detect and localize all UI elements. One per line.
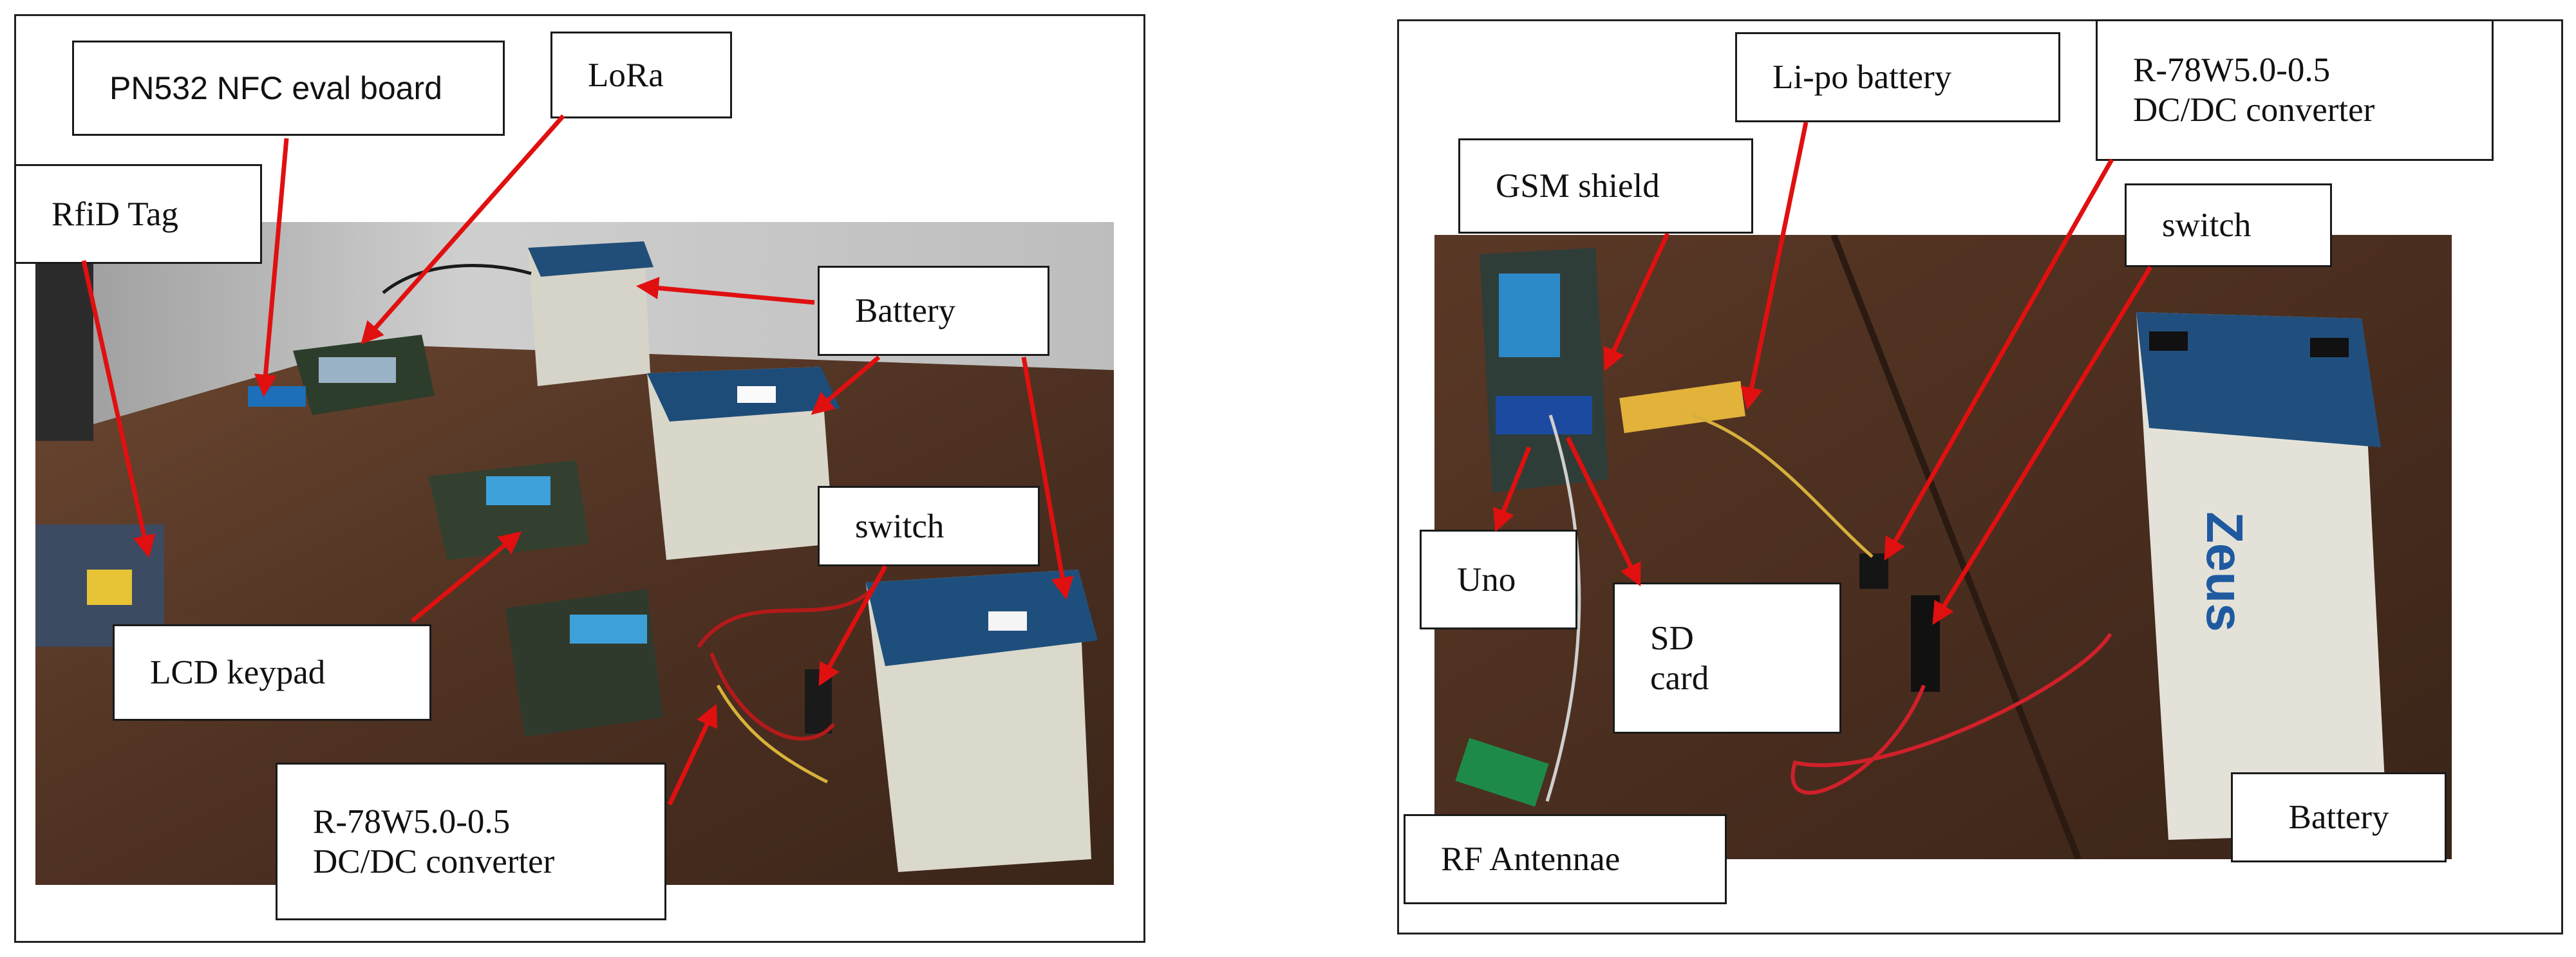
battery-back: [528, 241, 653, 386]
nfc-card: [248, 386, 306, 407]
converter-module: [1859, 553, 1888, 589]
gsm-stack: [1480, 248, 1608, 492]
yellow-wires: [716, 684, 829, 784]
label-sd-card: SD card: [1613, 582, 1841, 734]
switch-body: [805, 669, 832, 734]
label-lora: LoRa: [550, 32, 732, 118]
label-rfid-tag: RfiD Tag: [14, 164, 262, 264]
switch-module: [1911, 595, 1940, 692]
right-photo: Zeus: [1434, 235, 2452, 859]
label-battery-right: Battery: [2231, 772, 2447, 862]
yellow-wire-right: [1691, 413, 1874, 558]
label-nfc-board: PN532 NFC eval board: [72, 41, 505, 136]
battery-middle: [647, 367, 840, 560]
rf-antenna-board: [1455, 738, 1549, 807]
battery-brand-text: Zeus: [2196, 512, 2253, 632]
lora-board: [293, 335, 435, 415]
label-rf-antennae: RF Antennae: [1404, 814, 1727, 904]
label-converter-right: R-78W5.0-0.5 DC/DC converter: [2096, 19, 2494, 161]
label-lcd-keypad: LCD keypad: [113, 624, 431, 721]
label-converter-left: R-78W5.0-0.5 DC/DC converter: [276, 763, 666, 920]
zeus-battery: Zeus: [2136, 312, 2387, 840]
battery-front: [866, 570, 1098, 872]
lipo-battery-pack: [1619, 381, 1745, 433]
label-gsm-shield: GSM shield: [1458, 138, 1753, 234]
label-battery-left: Battery: [818, 266, 1049, 356]
label-lipo-battery: Li-po battery: [1735, 32, 2060, 122]
lcd-board-lower: [505, 589, 663, 737]
dark-cabinet: [35, 248, 93, 441]
rfid-tag-sticker: [87, 570, 132, 605]
label-switch-left: switch: [818, 486, 1040, 566]
lcd-board-upper: [428, 460, 589, 560]
red-wire-right: [1791, 633, 2112, 795]
label-switch-right: switch: [2125, 183, 2332, 267]
label-uno: Uno: [1420, 530, 1577, 629]
